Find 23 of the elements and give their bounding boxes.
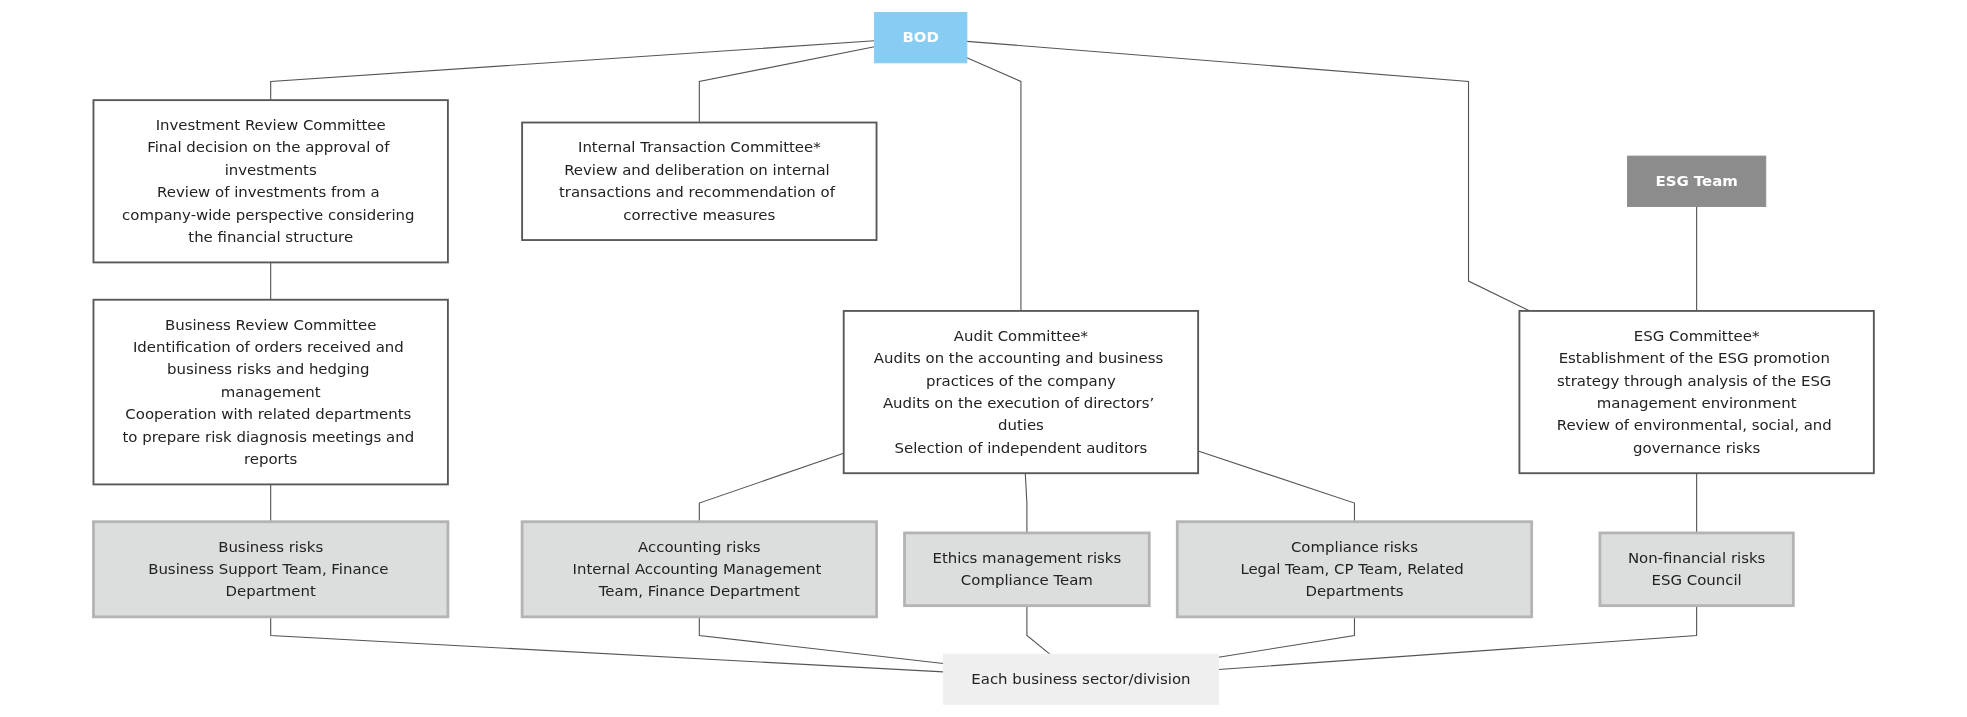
node-box: Audit Committee* Audits on the accounting and business practices of the company Audits on the execution of directors’ duties Selection of independent auditors <box>842 310 1199 475</box>
connector <box>269 261 272 301</box>
node-box: ESG Committee* Establishment of the ESG promotion strategy through analysis of the ESG management environment Review of environmental, social, and governance risks <box>1518 310 1875 475</box>
node-box: ESG Team <box>1626 155 1767 207</box>
connector <box>1217 605 1698 671</box>
connector <box>1217 616 1355 658</box>
node-box: Ethics management risks Compliance Team <box>902 531 1151 608</box>
connector <box>698 616 944 665</box>
node-box: Compliance risks Legal Team, CP Team, Related Departments <box>1175 520 1533 619</box>
connector <box>966 57 1022 312</box>
connector <box>269 616 944 673</box>
node-box: Non-financial risks ESG Council <box>1598 531 1795 608</box>
connector <box>1026 605 1051 655</box>
node-box: Business Review Committee Identification of orders received and business risks and hedging management Cooperation with related departments to prepare risk diagnosis meetings and reports <box>92 298 449 486</box>
node-box: Investment Review Committee Final decision on the approval of investments Review of investments from a company-wide perspective considering the financial structure <box>92 99 449 264</box>
node-box: Business risks Business Support Team, Finance Department <box>91 520 450 619</box>
node-box: Internal Transaction Committee* Review and deliberation on internal transactions and recommendation of corrective measures <box>521 121 878 241</box>
connector <box>698 46 875 124</box>
node-box: Each business sector/division <box>942 653 1219 705</box>
node-box: BOD <box>873 12 968 64</box>
connector <box>1695 205 1698 312</box>
node-box: Accounting risks Internal Accounting Management Team, Finance Department <box>520 520 878 619</box>
connector <box>269 40 875 101</box>
